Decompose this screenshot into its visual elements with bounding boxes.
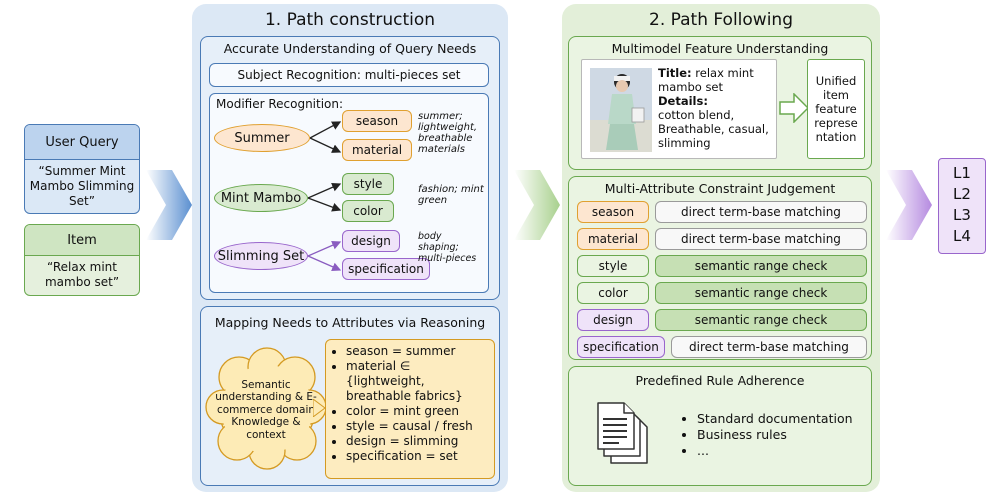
constraint-attr-style: style xyxy=(577,255,649,277)
rule-item: ... xyxy=(697,443,853,459)
modifier-summer: Summer xyxy=(214,124,310,152)
constraint-check-style: semantic range check xyxy=(655,255,867,277)
constraint-check-material: direct term-base matching xyxy=(655,228,867,250)
path-following-title: 2. Path Following xyxy=(649,10,793,30)
rule-adherence-box: Predefined Rule Adherence Standard docum… xyxy=(568,366,872,486)
title-label: Title: xyxy=(658,66,692,80)
flow-arrow-2 xyxy=(514,170,560,240)
constraint-attr-season: season xyxy=(577,201,649,223)
path-following-panel: 2. Path Following Multimodel Feature Und… xyxy=(562,4,880,492)
constraint-attr-specification: specification xyxy=(577,336,665,358)
feature-understanding-box: Multimodel Feature Understanding Title: … xyxy=(568,36,872,170)
path-construction-panel: 1. Path construction Accurate Understand… xyxy=(192,4,508,492)
mapping-box: Mapping Needs to Attributes via Reasonin… xyxy=(200,306,500,486)
path-construction-title: 1. Path construction xyxy=(264,10,436,30)
attr-specification: specification xyxy=(342,258,430,280)
modifier-slimming-set: Slimming Set xyxy=(214,242,308,270)
mapping-item: design = slimming xyxy=(346,434,490,449)
modifier-mint-mambo: Mint Mambo xyxy=(214,184,308,212)
attr-style: style xyxy=(342,173,394,195)
rule-item: Standard documentation xyxy=(697,411,853,427)
rule-item: Business rules xyxy=(697,427,853,443)
flow-arrow-3 xyxy=(886,170,932,240)
title-value: relax mint mambo set xyxy=(658,66,754,94)
item-box: Item “Relax mint mambo set” xyxy=(24,224,140,296)
level-l4: L4 xyxy=(953,227,971,245)
item-title: Item xyxy=(25,225,139,256)
constraint-judgement-box: Multi-Attribute Constraint Judgement sea… xyxy=(568,176,872,360)
unified-representation-box: Unified item feature represe ntation xyxy=(807,59,865,159)
level-l3: L3 xyxy=(953,206,971,224)
details-value: cotton blend, Breathable, casual, slimmi… xyxy=(658,108,769,150)
accurate-understanding-box: Accurate Understanding of Query Needs Su… xyxy=(200,36,500,300)
mapping-list-box: season = summer material ∈ {lightweight,… xyxy=(325,339,495,479)
level-l2: L2 xyxy=(953,185,971,203)
documents-icon xyxy=(597,402,648,464)
modifier-recognition-box: Modifier Recognition: Summer season mate… xyxy=(209,93,489,293)
constraint-attr-design: design xyxy=(577,309,649,331)
constraint-check-specification: direct term-base matching xyxy=(671,336,867,358)
modifier-recognition-title: Modifier Recognition: xyxy=(216,97,344,111)
constraint-judgement-title: Multi-Attribute Constraint Judgement xyxy=(604,181,836,196)
cloud-icon xyxy=(205,347,327,470)
user-query-box: User Query “Summer Mint Mambo Slimming S… xyxy=(24,124,140,214)
rule-list: Standard documentation Business rules ..… xyxy=(681,411,853,459)
mapping-item: color = mint green xyxy=(346,404,490,419)
mapping-item: material ∈ {lightweight, breathable fabr… xyxy=(346,359,490,404)
constraint-attr-material: material xyxy=(577,228,649,250)
constraint-check-season: direct term-base matching xyxy=(655,201,867,223)
attr-color: color xyxy=(342,200,394,222)
level-output-box: L1 L2 L3 L4 xyxy=(938,158,986,254)
modifier-arrows xyxy=(307,121,342,272)
rule-adherence-title: Predefined Rule Adherence xyxy=(635,373,805,388)
user-query-text: “Summer Mint Mambo Slimming Set” xyxy=(29,163,135,208)
user-query-title: User Query xyxy=(25,125,139,160)
product-photo xyxy=(590,68,652,152)
flow-arrow-1 xyxy=(146,170,192,240)
accurate-understanding-title: Accurate Understanding of Query Needs xyxy=(223,41,477,56)
attr-material: material xyxy=(342,139,412,161)
attr-design: design xyxy=(342,230,400,252)
cloud-arrow xyxy=(313,399,326,417)
mapping-item: season = summer xyxy=(346,344,490,359)
attr-season: season xyxy=(342,110,412,132)
subject-recognition: Subject Recognition: multi-pieces set xyxy=(209,63,489,87)
product-card: Title: relax mint mambo set Details: cot… xyxy=(581,59,777,159)
constraint-attr-color: color xyxy=(577,282,649,304)
mapping-item: specification = set xyxy=(346,449,490,464)
hollow-arrow xyxy=(779,93,809,123)
mint-mambo-note: fashion; mint green xyxy=(418,184,484,206)
mapping-item: style = causal / fresh xyxy=(346,419,490,434)
summer-note: summer; lightweight, breathable material… xyxy=(418,111,478,155)
cloud-text: Semantic understanding & E-commerce doma… xyxy=(215,378,317,441)
constraint-check-color: semantic range check xyxy=(655,282,867,304)
product-description: Title: relax mint mambo set Details: cot… xyxy=(658,66,774,150)
item-text: “Relax mint mambo set” xyxy=(44,260,120,289)
slimming-set-note: body shaping; multi-pieces xyxy=(418,231,477,264)
level-l1: L1 xyxy=(953,164,971,182)
mapping-list: season = summer material ∈ {lightweight,… xyxy=(330,344,490,464)
mapping-title: Mapping Needs to Attributes via Reasonin… xyxy=(214,315,486,330)
details-label: Details: xyxy=(658,94,708,108)
constraint-check-design: semantic range check xyxy=(655,309,867,331)
feature-understanding-title: Multimodel Feature Understanding xyxy=(611,41,829,56)
